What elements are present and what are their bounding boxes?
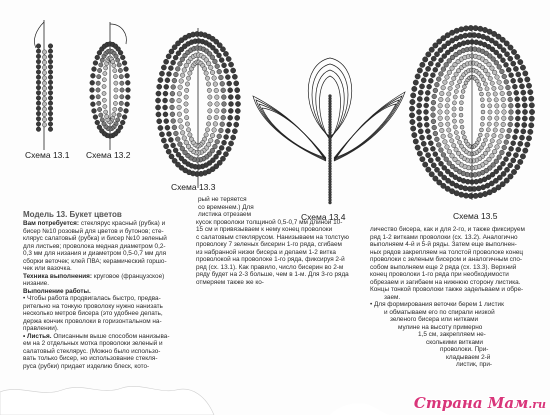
col3-line-14: 1,5 см, закрепляем не- [418,331,486,338]
col2-line-3: кусок проволоки толщиной 0,5-0,7 мм длин… [196,218,343,226]
col3-line-10: • Для формирования веточки берем 1 листи… [370,301,504,308]
col2-line-9: ряд (сх. 13.1). Как правило, число бисер… [196,263,344,271]
text-column-2: рый не теряется со временем.) Для листик… [196,196,349,286]
col3-line-6: конец проволоки 1-го ряда при необходимо… [370,271,509,278]
col2-line-1: со временем.) Для [198,203,254,211]
col2-line-5: с салатовым стеклярусом. Нанизываем на т… [196,233,349,241]
tech-line-1: низание. [23,280,50,287]
col3-line-8: Концы тонкой проволоки также задельваем … [370,286,524,293]
col2-line-11: отмеряем также же ко- [196,278,264,286]
caption-scheme-13-4: Схема 13.4 [301,212,346,222]
leaves-line-4: руса (рубки) придает изделию блеск, кото… [23,362,150,370]
watermark-brand: Страна Мам [413,394,529,412]
scheme-13-5-diagram [409,25,535,200]
bead-diagrams [34,20,535,205]
needs-line-1: бисер №10 розовый для цветов и бутонов; … [23,227,164,235]
col3-line-11: и обматываем его по спирали низкой [384,308,495,316]
col2-line-4: 15 см и привязываем к нему конец проволо… [196,226,333,233]
leaves-line-0: Описанным выше способом нанизыва- [53,332,170,340]
col3-line-7: обрезаем и загибаем на нижнюю сторону ли… [370,278,521,286]
col2-line-7: из набранной низки бисера и делаем 1-2 в… [196,248,336,256]
leaves-line-1: ем на 2 отдельных мотка проволоки зелены… [23,340,163,347]
needs-line-5: сборки веточек; клей ПВА; керамический г… [23,257,167,265]
scheme-13-1-diagram [34,20,54,150]
leaves-line-3: вать только бисер, но использование стек… [23,355,158,362]
needs-line-6: чек или вазочка. [23,265,72,272]
needs-line-0: стеклярус красный (рубка) и [80,220,166,227]
needs-line-4: 0,3 мм для низания и диаметром 0,5-0,7 м… [23,250,167,257]
col3-line-5: собом выполняем еще 2 ряда (сх. 13.3). В… [370,263,517,271]
watermark-domain: .ru [528,398,546,411]
col3-line-9: заем. [384,293,401,301]
col3-line-15: сколькими витками [426,338,483,346]
col3-line-17: кладываем 2-й [446,353,491,361]
work-line-1: рительно на тонкую проволоку нужно наниз… [23,302,163,310]
col2-line-8: проволокой на проволоке 1-го ряда, фикси… [196,256,345,263]
text-column-1: Модель 13. Букет цветов Вам потребуется:… [23,210,169,370]
scheme-13-4-diagram [252,57,406,205]
work-line-4: правлении). [23,325,59,332]
col3-line-2: выполняем 4-й и 5-й ряды. Затем еще выпо… [370,241,517,248]
col3-line-13: мулине на высоту примерно [398,323,483,331]
col3-line-12: зеленого бисера или нитками [390,316,479,323]
work-line-2: несколько метров бисера (это удобнее дел… [23,310,163,317]
caption-scheme-13-1: Схема 13.1 [25,150,70,160]
scheme-13-3-diagram [155,28,241,188]
leaves-line-2: салатовый стеклярус. (Можно было использ… [23,347,161,355]
work-label: Выполнение работы. [23,287,91,295]
col3-line-18: листик, при- [456,361,493,368]
tech-line-0: круговое (французское) [93,272,165,280]
caption-scheme-13-3: Схема 13.3 [171,182,216,192]
col2-line-0: рый не теряется [198,196,247,203]
col3-line-3: ных рядов закрепляем на толстой проволок… [370,248,524,256]
col3-line-1: ряд 1-2 витками проволоки (сх. 13.2). Ан… [370,233,518,241]
needs-line-2: клярус салатовый (рубка) и бисер №10 зел… [23,235,167,242]
leaves-label: • Листья. [23,332,52,340]
col2-line-6: проволоку 7 зеленых бисерин 1-го ряда, с… [196,241,342,248]
col3-line-16: проволоки. При- [440,346,489,353]
col2-line-10: ряду будет на 2-3 больше, чем в 1-м. Для… [196,271,349,278]
needs-line-3: для листьев; проволока медная диаметром … [23,242,166,250]
col3-line-0: личество бисера, как и для 2-го, и также… [370,226,525,233]
needs-label: Вам потребуется: [23,220,80,227]
work-line-3: держа кончик проволоки в горизонтальном … [23,317,162,325]
watermark-logo: Страна Мам.ru [414,394,546,412]
caption-scheme-13-2: Схема 13.2 [86,150,131,160]
article-heading: Модель 13. Букет цветов [23,210,122,219]
text-column-3: личество бисера, как и для 2-го, и также… [370,226,525,369]
work-line-0: • Чтобы работа продвигалась быстро, пред… [23,295,161,302]
tech-label: Техника выполнения: [23,272,93,280]
col3-line-4: проволоки с зеленым бисером и аналогичны… [370,256,523,263]
caption-scheme-13-5: Схема 13.5 [453,211,498,221]
scheme-13-2-diagram [89,22,131,150]
col2-line-2: листика отрезаем [198,211,251,218]
